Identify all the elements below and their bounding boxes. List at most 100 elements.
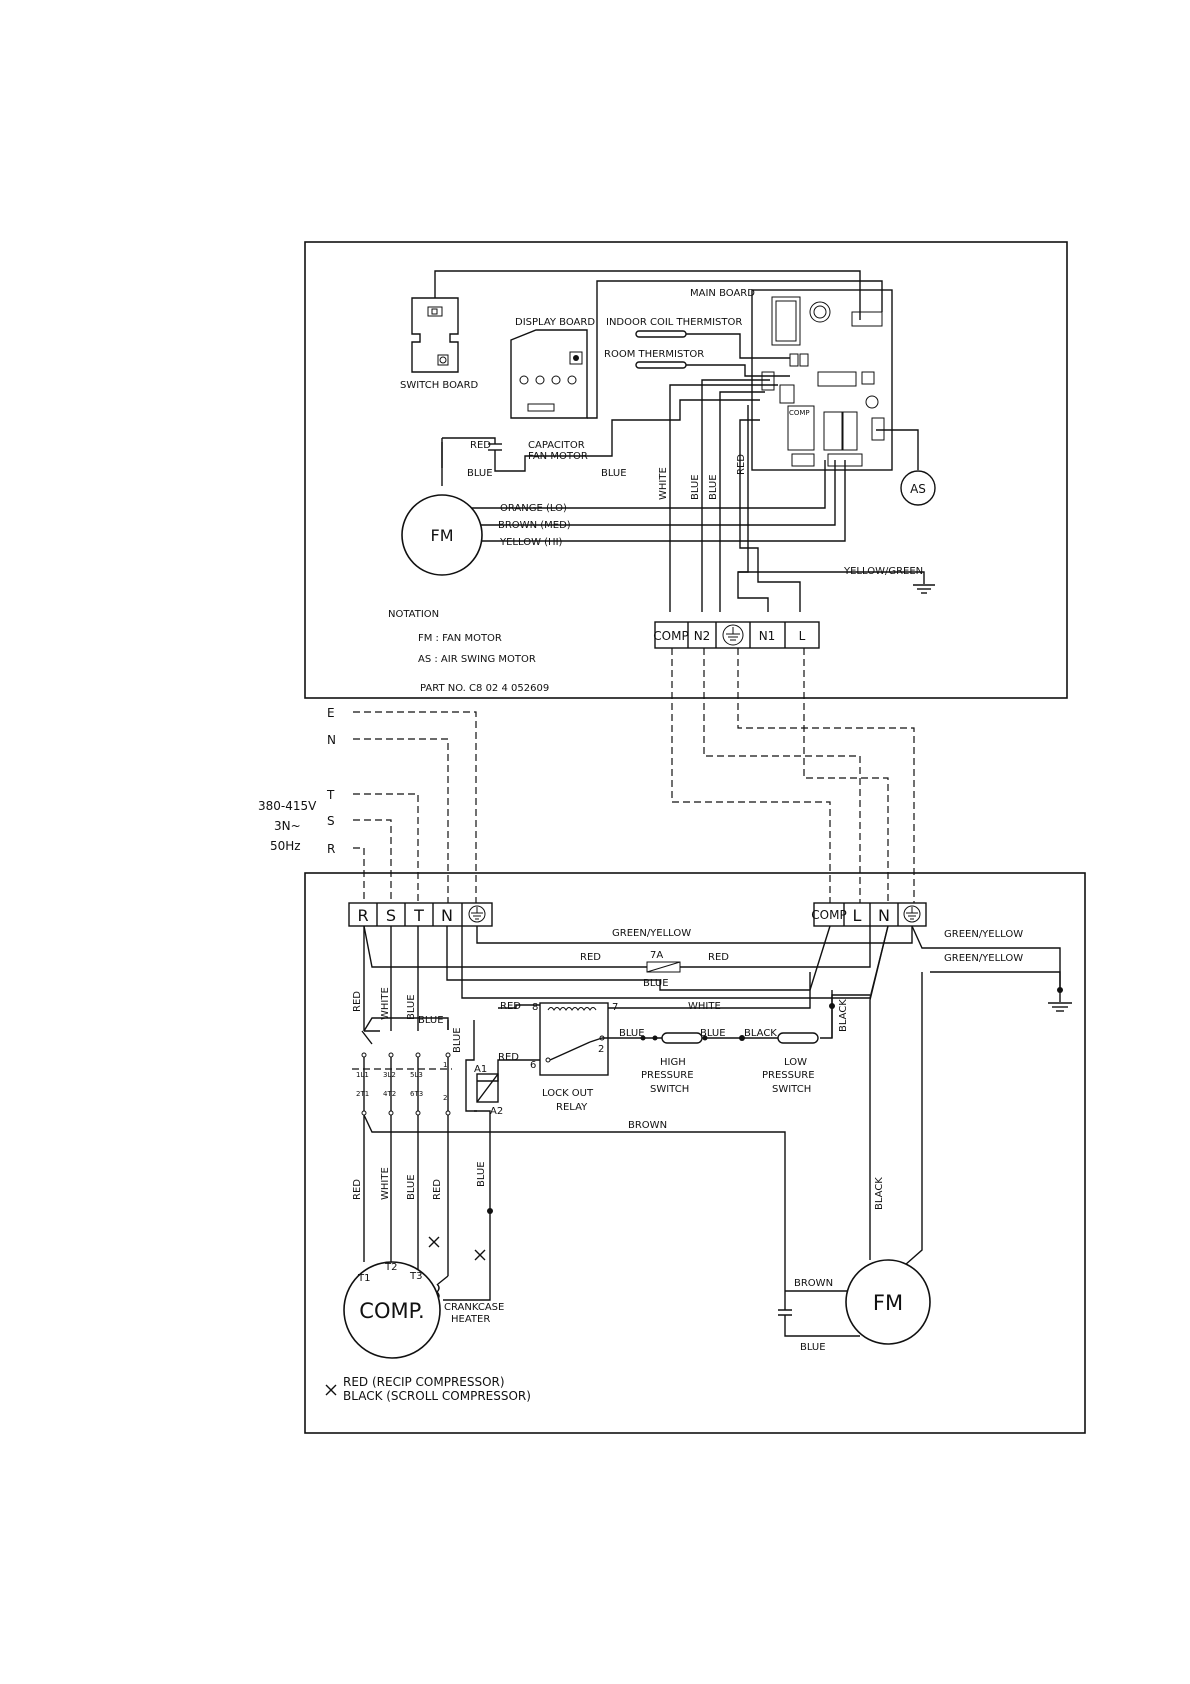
blue-a-label: BLUE	[619, 1028, 645, 1039]
green-yellow-label-3: GREEN/YELLOW	[944, 953, 1023, 964]
terminal-l: L	[853, 906, 862, 925]
blue-b-label: BLUE	[700, 1028, 726, 1039]
display-board	[510, 329, 588, 419]
outdoor-supply-terminal-block	[348, 902, 493, 927]
outdoor-fan-motor	[845, 1259, 931, 1345]
wire-blue-label-2: BLUE	[601, 468, 627, 479]
heater-label: HEATER	[451, 1314, 490, 1325]
fuse-label: 7A	[650, 950, 663, 961]
indoor-coil-thermistor-label: INDOOR COIL THERMISTOR	[606, 317, 742, 328]
wire-white-vertical: WHITE	[658, 467, 669, 500]
fan-motor-label: FAN MOTOR	[528, 451, 588, 462]
high-pressure-label: PRESSURE	[641, 1070, 694, 1081]
part-number: PART NO. C8 02 4 052609	[420, 683, 549, 694]
blue-fuse-label: BLUE	[643, 978, 669, 989]
contact-2t1: 2T1	[356, 1090, 369, 1098]
terminal-comp: COMP	[811, 908, 846, 922]
supply-r: R	[327, 842, 335, 856]
supply-s: S	[327, 814, 335, 828]
lock-out-label: LOCK OUT	[542, 1088, 594, 1099]
outdoor-fan-motor-wiring	[778, 925, 923, 1337]
coil-a2: A2	[490, 1106, 503, 1117]
indoor-coil-thermistor	[635, 330, 687, 338]
yellow-green-label: YELLOW/GREEN	[843, 566, 923, 577]
v-white-label-1: WHITE	[380, 987, 391, 1020]
contact-1: 1	[443, 1061, 447, 1069]
v-blue-label-3: BLUE	[406, 1174, 417, 1200]
contact-3l2: 3L2	[383, 1071, 396, 1079]
supply-voltage: 380-415V	[258, 799, 317, 813]
brown-label-2: BROWN	[794, 1278, 833, 1289]
v-red-label-3: RED	[432, 1179, 443, 1200]
notation-as: AS : AIR SWING MOTOR	[418, 654, 536, 665]
wire-blue-vertical-2: BLUE	[708, 474, 719, 500]
high-pressure-switch	[640, 1032, 708, 1044]
air-swing-motor-label: AS	[910, 482, 926, 496]
v-blue-label-1: BLUE	[406, 994, 417, 1020]
relay-pin-6: 6	[530, 1060, 536, 1071]
display-board-label: DISPLAY BOARD	[515, 317, 595, 328]
compressor-wiring	[363, 1110, 493, 1301]
air-swing-motor	[900, 470, 936, 506]
coil-a1: A1	[474, 1064, 487, 1075]
legend-black: BLACK (SCROLL COMPRESSOR)	[343, 1389, 531, 1403]
indoor-terminal-n1: N1	[759, 629, 776, 643]
relay-pin-2: 2	[598, 1044, 604, 1055]
low-pressure-switch	[739, 1032, 819, 1044]
indoor-terminal-l: L	[799, 629, 806, 643]
interconnect-wiring	[353, 648, 915, 903]
black-vertical-label: BLACK	[838, 999, 849, 1032]
brown-label-1: BROWN	[628, 1120, 667, 1131]
red-label-2: RED	[708, 952, 729, 963]
supply-n: N	[327, 733, 336, 747]
low-pressure-label: PRESSURE	[762, 1070, 815, 1081]
terminal-t: T	[413, 906, 424, 925]
v-white-label-2: WHITE	[380, 1167, 391, 1200]
contact-1l1: 1L1	[356, 1071, 369, 1079]
v-black-label: BLACK	[874, 1177, 885, 1210]
t1-label: T1	[357, 1273, 370, 1284]
switch-board-label: SWITCH BOARD	[400, 380, 479, 391]
outdoor-wiring	[361, 925, 1072, 1291]
red-relay-label: RED	[498, 1052, 519, 1063]
supply-phase: 3N~	[274, 819, 301, 833]
v-red-label-1: RED	[352, 991, 363, 1012]
relay-pin-8: 8	[532, 1002, 538, 1013]
indoor-fan-motor	[401, 494, 483, 576]
outdoor-fm-label: FM	[873, 1291, 903, 1315]
indoor-fm-label: FM	[430, 526, 453, 545]
comp-board-label: COMP	[789, 409, 810, 417]
notation-title: NOTATION	[388, 609, 439, 620]
notation-fm: FM : FAN MOTOR	[418, 633, 502, 644]
main-board-label: MAIN BOARD	[690, 288, 755, 299]
capacitor-label: CAPACITOR	[528, 440, 585, 451]
v-red-label-2: RED	[352, 1179, 363, 1200]
indoor-unit-frame	[304, 241, 1068, 699]
terminal-n: N	[441, 906, 453, 925]
green-yellow-label-2: GREEN/YELLOW	[944, 929, 1023, 940]
low-label: LOW	[784, 1057, 807, 1068]
green-yellow-label-1: GREEN/YELLOW	[612, 928, 691, 939]
indoor-wiring	[434, 270, 935, 612]
supply-frequency: 50Hz	[270, 839, 301, 853]
wire-marker-x	[325, 1236, 486, 1396]
high-label: HIGH	[660, 1057, 686, 1068]
crankcase-label: CRANKCASE	[444, 1302, 504, 1313]
t2-label: T2	[384, 1262, 397, 1273]
wire-red-vertical: RED	[736, 454, 747, 475]
black-a-label: BLACK	[744, 1028, 777, 1039]
low-switch-label: SWITCH	[772, 1084, 811, 1095]
wire-blue-vertical-1: BLUE	[690, 474, 701, 500]
relay-pin-7: 7	[612, 1002, 618, 1013]
t3-label: T3	[409, 1271, 422, 1282]
blue-c-label: BLUE	[418, 1015, 444, 1026]
v-blue-label-4: BLUE	[476, 1161, 487, 1187]
terminal-n-out: N	[878, 906, 890, 925]
contact-4t2: 4T2	[383, 1090, 396, 1098]
lock-out-relay	[539, 1002, 609, 1076]
main-board	[751, 289, 893, 471]
room-thermistor-label: ROOM THERMISTOR	[604, 349, 704, 360]
indoor-terminal-n2: N2	[694, 629, 711, 643]
compressor-label: COMP.	[359, 1299, 424, 1323]
